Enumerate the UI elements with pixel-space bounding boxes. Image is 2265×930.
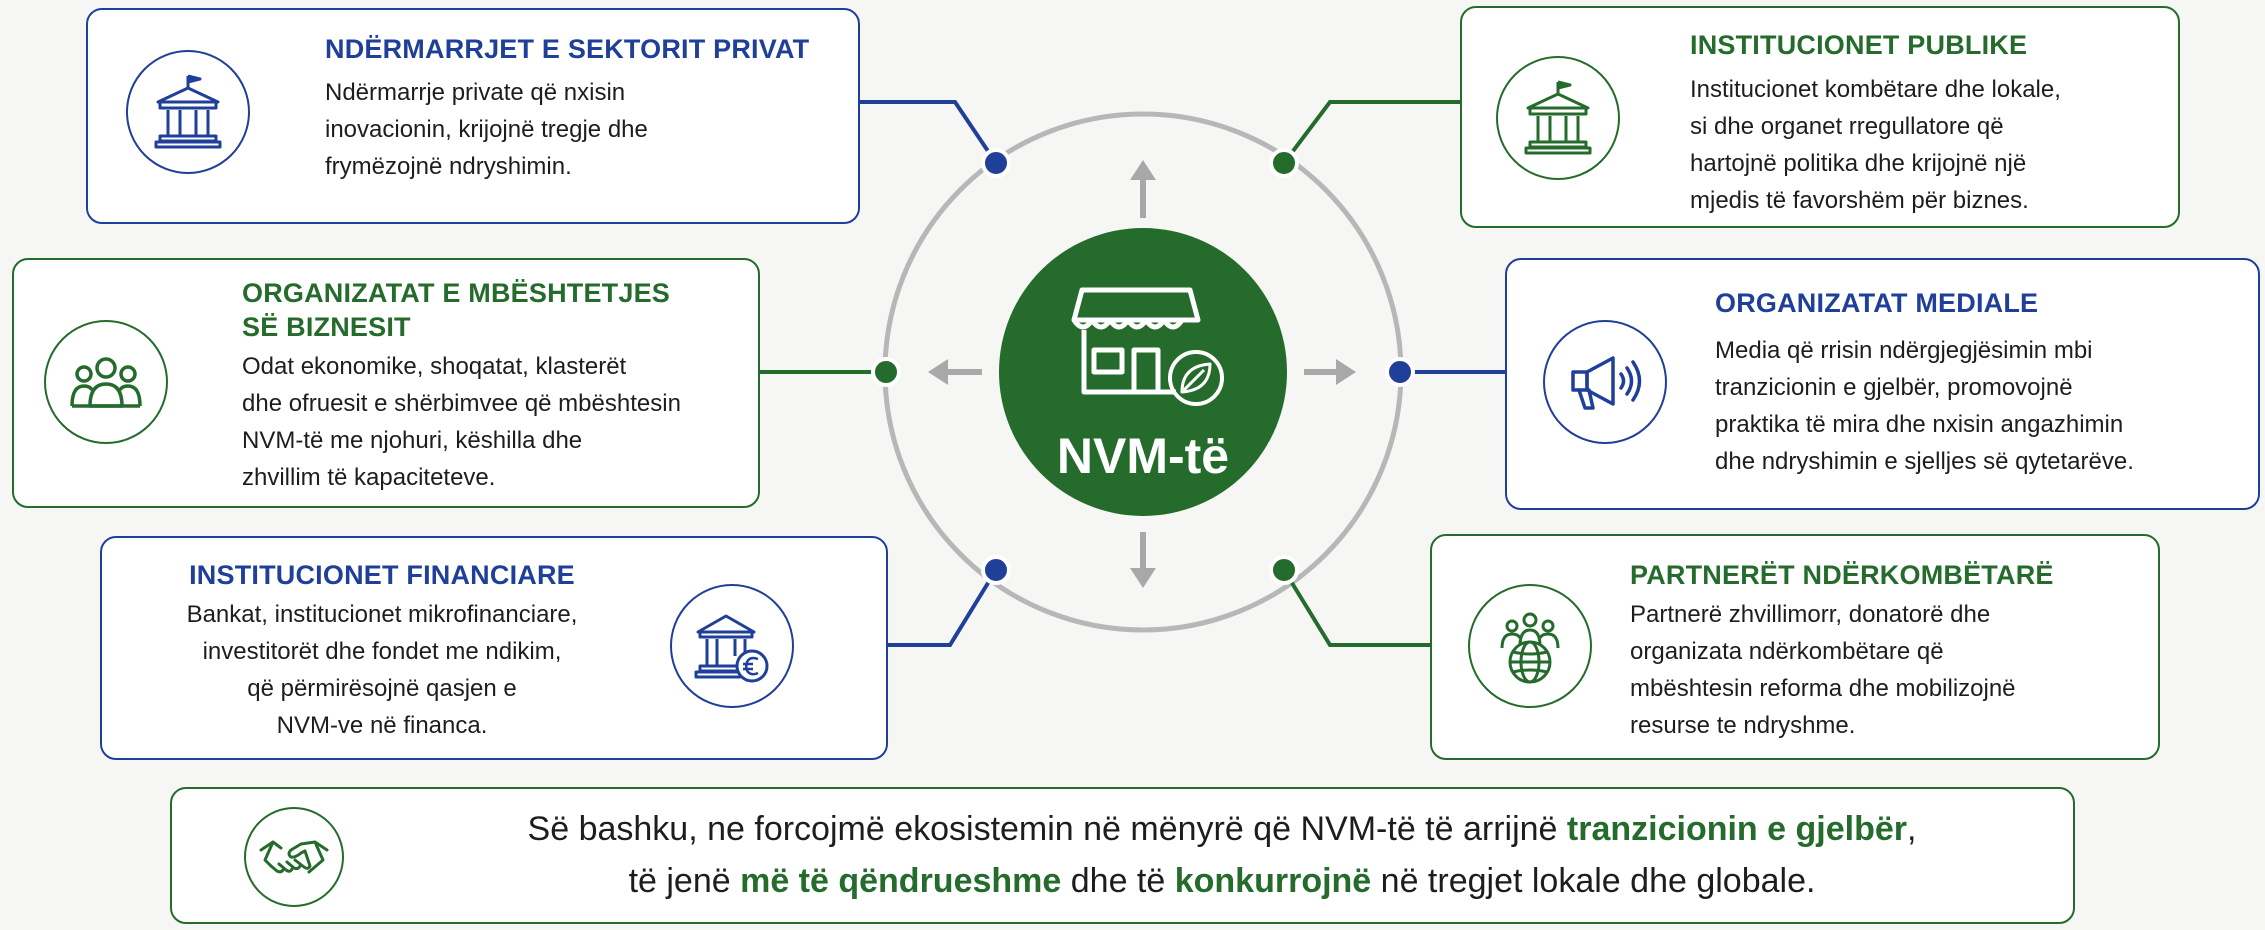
- connector-dot-private-sector: [981, 148, 1011, 178]
- card-title: INSTITUCIONET PUBLIKE: [1690, 30, 2028, 60]
- badge-business-support: [44, 320, 168, 444]
- card-business-support: ORGANIZATAT E MBËSHTETJES SË BIZNESIT Od…: [12, 258, 760, 508]
- footer-text: në tregjet lokale dhe globale.: [1371, 862, 1816, 900]
- connector-financial: [888, 568, 998, 647]
- badge-private-sector: [126, 50, 250, 174]
- footer-text: të jenë: [628, 862, 741, 900]
- footer-highlight: më të qëndrueshme: [740, 862, 1062, 900]
- bank-euro-icon: [694, 614, 769, 683]
- badge-financial: [670, 584, 794, 708]
- connector-dot-financial: [981, 555, 1011, 585]
- card-media: ORGANIZATAT MEDIALE Media që rrisin ndër…: [1505, 258, 2260, 510]
- arrow-left-icon: [928, 359, 982, 385]
- government-building-icon: [1524, 80, 1592, 155]
- connector-private-sector: [860, 100, 998, 165]
- card-desc-line: dhe ndryshimin e sjelljes së qytetarëve.: [1715, 448, 2134, 475]
- card-desc-line: resurse te ndryshme.: [1630, 712, 1856, 739]
- connector-dot-business-support: [871, 357, 901, 387]
- connector-public-institutions: [1282, 100, 1460, 165]
- card-desc-line: investitorët dhe fondet me ndikim,: [202, 638, 562, 665]
- card-desc-line: tranzicionin e gjelbër, promovojnë: [1715, 374, 2073, 401]
- card-title: ORGANIZATAT MEDIALE: [1715, 288, 2039, 318]
- card-desc-line: Partnerë zhvillimorr, donatorë dhe: [1630, 601, 1991, 628]
- card-desc-line: NVM-të me njohuri, këshilla dhe: [242, 427, 583, 454]
- badge-public-institutions: [1496, 56, 1620, 180]
- handshake-icon: [259, 840, 329, 874]
- card-financial: INSTITUCIONET FINANCIARE Bankat, institu…: [100, 536, 888, 760]
- footer-highlight: tranzicionin e gjelbër: [1566, 810, 1907, 848]
- card-title: NDËRMARRJET E SEKTORIT PRIVAT: [325, 34, 810, 64]
- card-desc-line: dhe ofruesit e shërbimvee që mbështesin: [242, 390, 681, 417]
- card-desc-line: frymëzojnë ndryshimin.: [325, 153, 572, 180]
- megaphone-icon: [1571, 356, 1642, 410]
- group-people-icon: [70, 357, 142, 408]
- hub-circle: [999, 228, 1287, 516]
- footer-line-2: të jenë më të qëndrueshme dhe të konkurr…: [422, 859, 2022, 903]
- connector-dot-public-institutions: [1269, 148, 1299, 178]
- card-desc-line: praktika të mira dhe nxisin angazhimin: [1715, 411, 2124, 438]
- arrow-up-icon: [1130, 160, 1156, 218]
- card-desc-line: NVM-ve në financa.: [276, 712, 488, 739]
- card-desc-line: Ndërmarrje private që nxisin: [325, 79, 626, 106]
- card-desc-line: Odat ekonomike, shoqatat, klasterët: [242, 353, 627, 380]
- card-desc-line: që përmirësojnë qasjen e: [247, 675, 517, 702]
- connector-international: [1282, 568, 1430, 647]
- footer-text: Së bashku, ne forcojmë ekosistemin në më…: [527, 810, 1567, 848]
- card-international: PARTNERËT NDËRKOMBËTARË Partnerë zhvilli…: [1430, 534, 2160, 760]
- card-desc-line: Media që rrisin ndërgjegjësimin mbi: [1715, 337, 2093, 364]
- card-desc-line: mjedis të favorshëm për biznes.: [1690, 187, 2029, 214]
- storefront-leaf-icon: [1071, 287, 1224, 406]
- card-desc-line: Institucionet kombëtare dhe lokale,: [1690, 76, 2061, 103]
- card-title: SË BIZNESIT: [242, 312, 411, 342]
- card-title: PARTNERËT NDËRKOMBËTARË: [1630, 560, 2054, 590]
- footer-line-1: Së bashku, ne forcojmë ekosistemin në më…: [422, 807, 2022, 851]
- connector-dot-media: [1385, 357, 1415, 387]
- arrow-down-icon: [1130, 532, 1156, 588]
- card-private-sector: NDËRMARRJET E SEKTORIT PRIVAT Ndërmarrje…: [86, 8, 860, 224]
- hub-label: NVM-të: [1056, 428, 1230, 484]
- card-desc-line: organizata ndërkombëtare që: [1630, 638, 1944, 665]
- footer-statement: Së bashku, ne forcojmë ekosistemin në më…: [170, 787, 2075, 924]
- bank-building-icon: [154, 74, 222, 149]
- card-desc-line: hartojnë politika dhe krijojnë një: [1690, 150, 2027, 177]
- card-desc-line: si dhe organet rregullatore që: [1690, 113, 2004, 140]
- footer-highlight: konkurrojnë: [1174, 862, 1372, 900]
- card-public-institutions: INSTITUCIONET PUBLIKE Institucionet komb…: [1460, 6, 2180, 228]
- footer-badge: [244, 807, 344, 907]
- footer-text: ,: [1906, 810, 1917, 848]
- badge-international: [1468, 584, 1592, 708]
- card-desc-line: inovacionin, krijojnë tregje dhe: [325, 116, 648, 143]
- card-desc-line: Bankat, institucionet mikrofinanciare,: [186, 601, 578, 628]
- footer-text: dhe të: [1061, 862, 1175, 900]
- arrow-right-icon: [1304, 359, 1356, 385]
- card-title: ORGANIZATAT E MBËSHTETJES: [242, 278, 671, 308]
- card-desc-line: zhvillim të kapaciteteve.: [242, 464, 496, 491]
- card-title: INSTITUCIONET FINANCIARE: [189, 560, 575, 590]
- badge-media: [1543, 320, 1667, 444]
- globe-people-icon: [1500, 612, 1560, 684]
- card-desc-line: mbështesin reforma dhe mobilizojnë: [1630, 675, 2016, 702]
- connector-dot-international: [1269, 555, 1299, 585]
